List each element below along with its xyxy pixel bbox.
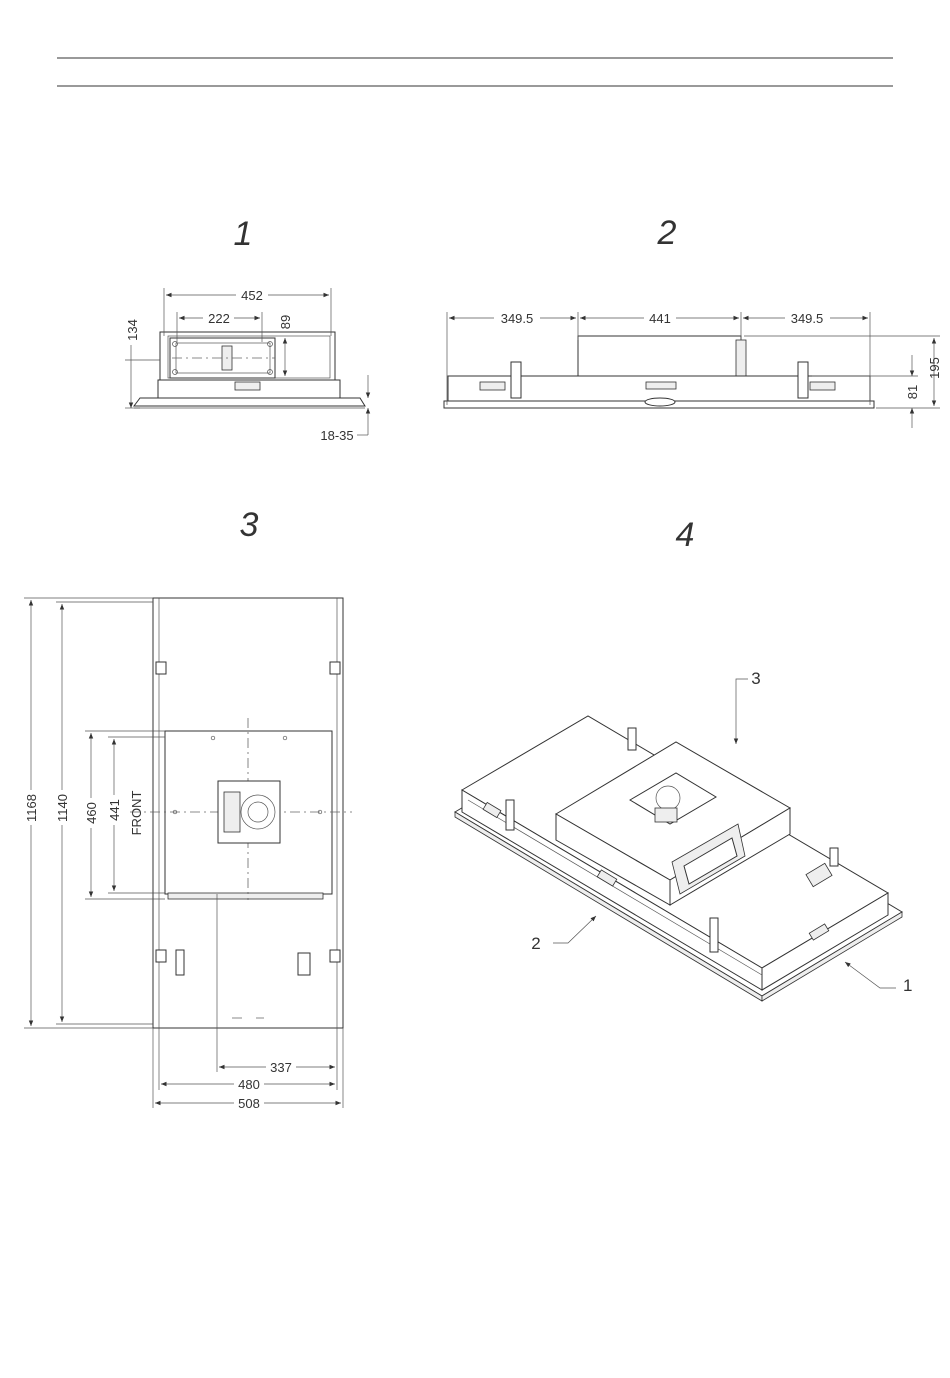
fig3-dim-441: 441: [107, 799, 122, 821]
fig3-dim-480: 480: [238, 1077, 260, 1092]
fig4-callout-1: 1: [903, 976, 912, 995]
figure-4-isometric-view: 4 1 2 3: [455, 516, 912, 1001]
fig3-dim-337: 337: [270, 1060, 292, 1075]
figure-1-front-view: 1 452 222 89: [125, 215, 368, 443]
figure-3-number: 3: [240, 506, 259, 544]
fig1-dim-width: 452: [241, 288, 263, 303]
fig3-front-label: FRONT: [129, 791, 144, 836]
figure-3-top-view: 3 1168: [24, 506, 352, 1111]
fig2-motor-box: [578, 336, 741, 380]
figure-1-number: 1: [234, 215, 253, 253]
fig2-dim-left: 349.5: [501, 311, 534, 326]
fig1-dim-h2: 134: [125, 319, 140, 341]
fig3-dim-h-inner: 1140: [55, 794, 70, 822]
fig3-dim-h-outer: 1168: [24, 794, 39, 822]
fig4-callout-3: 3: [751, 669, 760, 688]
figure-2-side-view: 2 349.5 441 349.5 195: [444, 214, 942, 428]
fig1-dim-range: 18-35: [320, 428, 353, 443]
fig1-dim-inner: 222: [208, 311, 230, 326]
fig3-dim-460: 460: [84, 802, 99, 824]
fig4-callout-2: 2: [531, 934, 540, 953]
figure-2-number: 2: [657, 214, 677, 252]
fig2-dim-right: 349.5: [791, 311, 824, 326]
fig1-dim-h1: 89: [278, 315, 293, 329]
fig2-dim-h1: 195: [927, 357, 942, 379]
fig3-dim-508: 508: [238, 1096, 260, 1111]
fig2-dim-middle: 441: [649, 311, 671, 326]
fig2-dim-h2: 81: [905, 385, 920, 399]
figure-4-number: 4: [676, 516, 695, 554]
